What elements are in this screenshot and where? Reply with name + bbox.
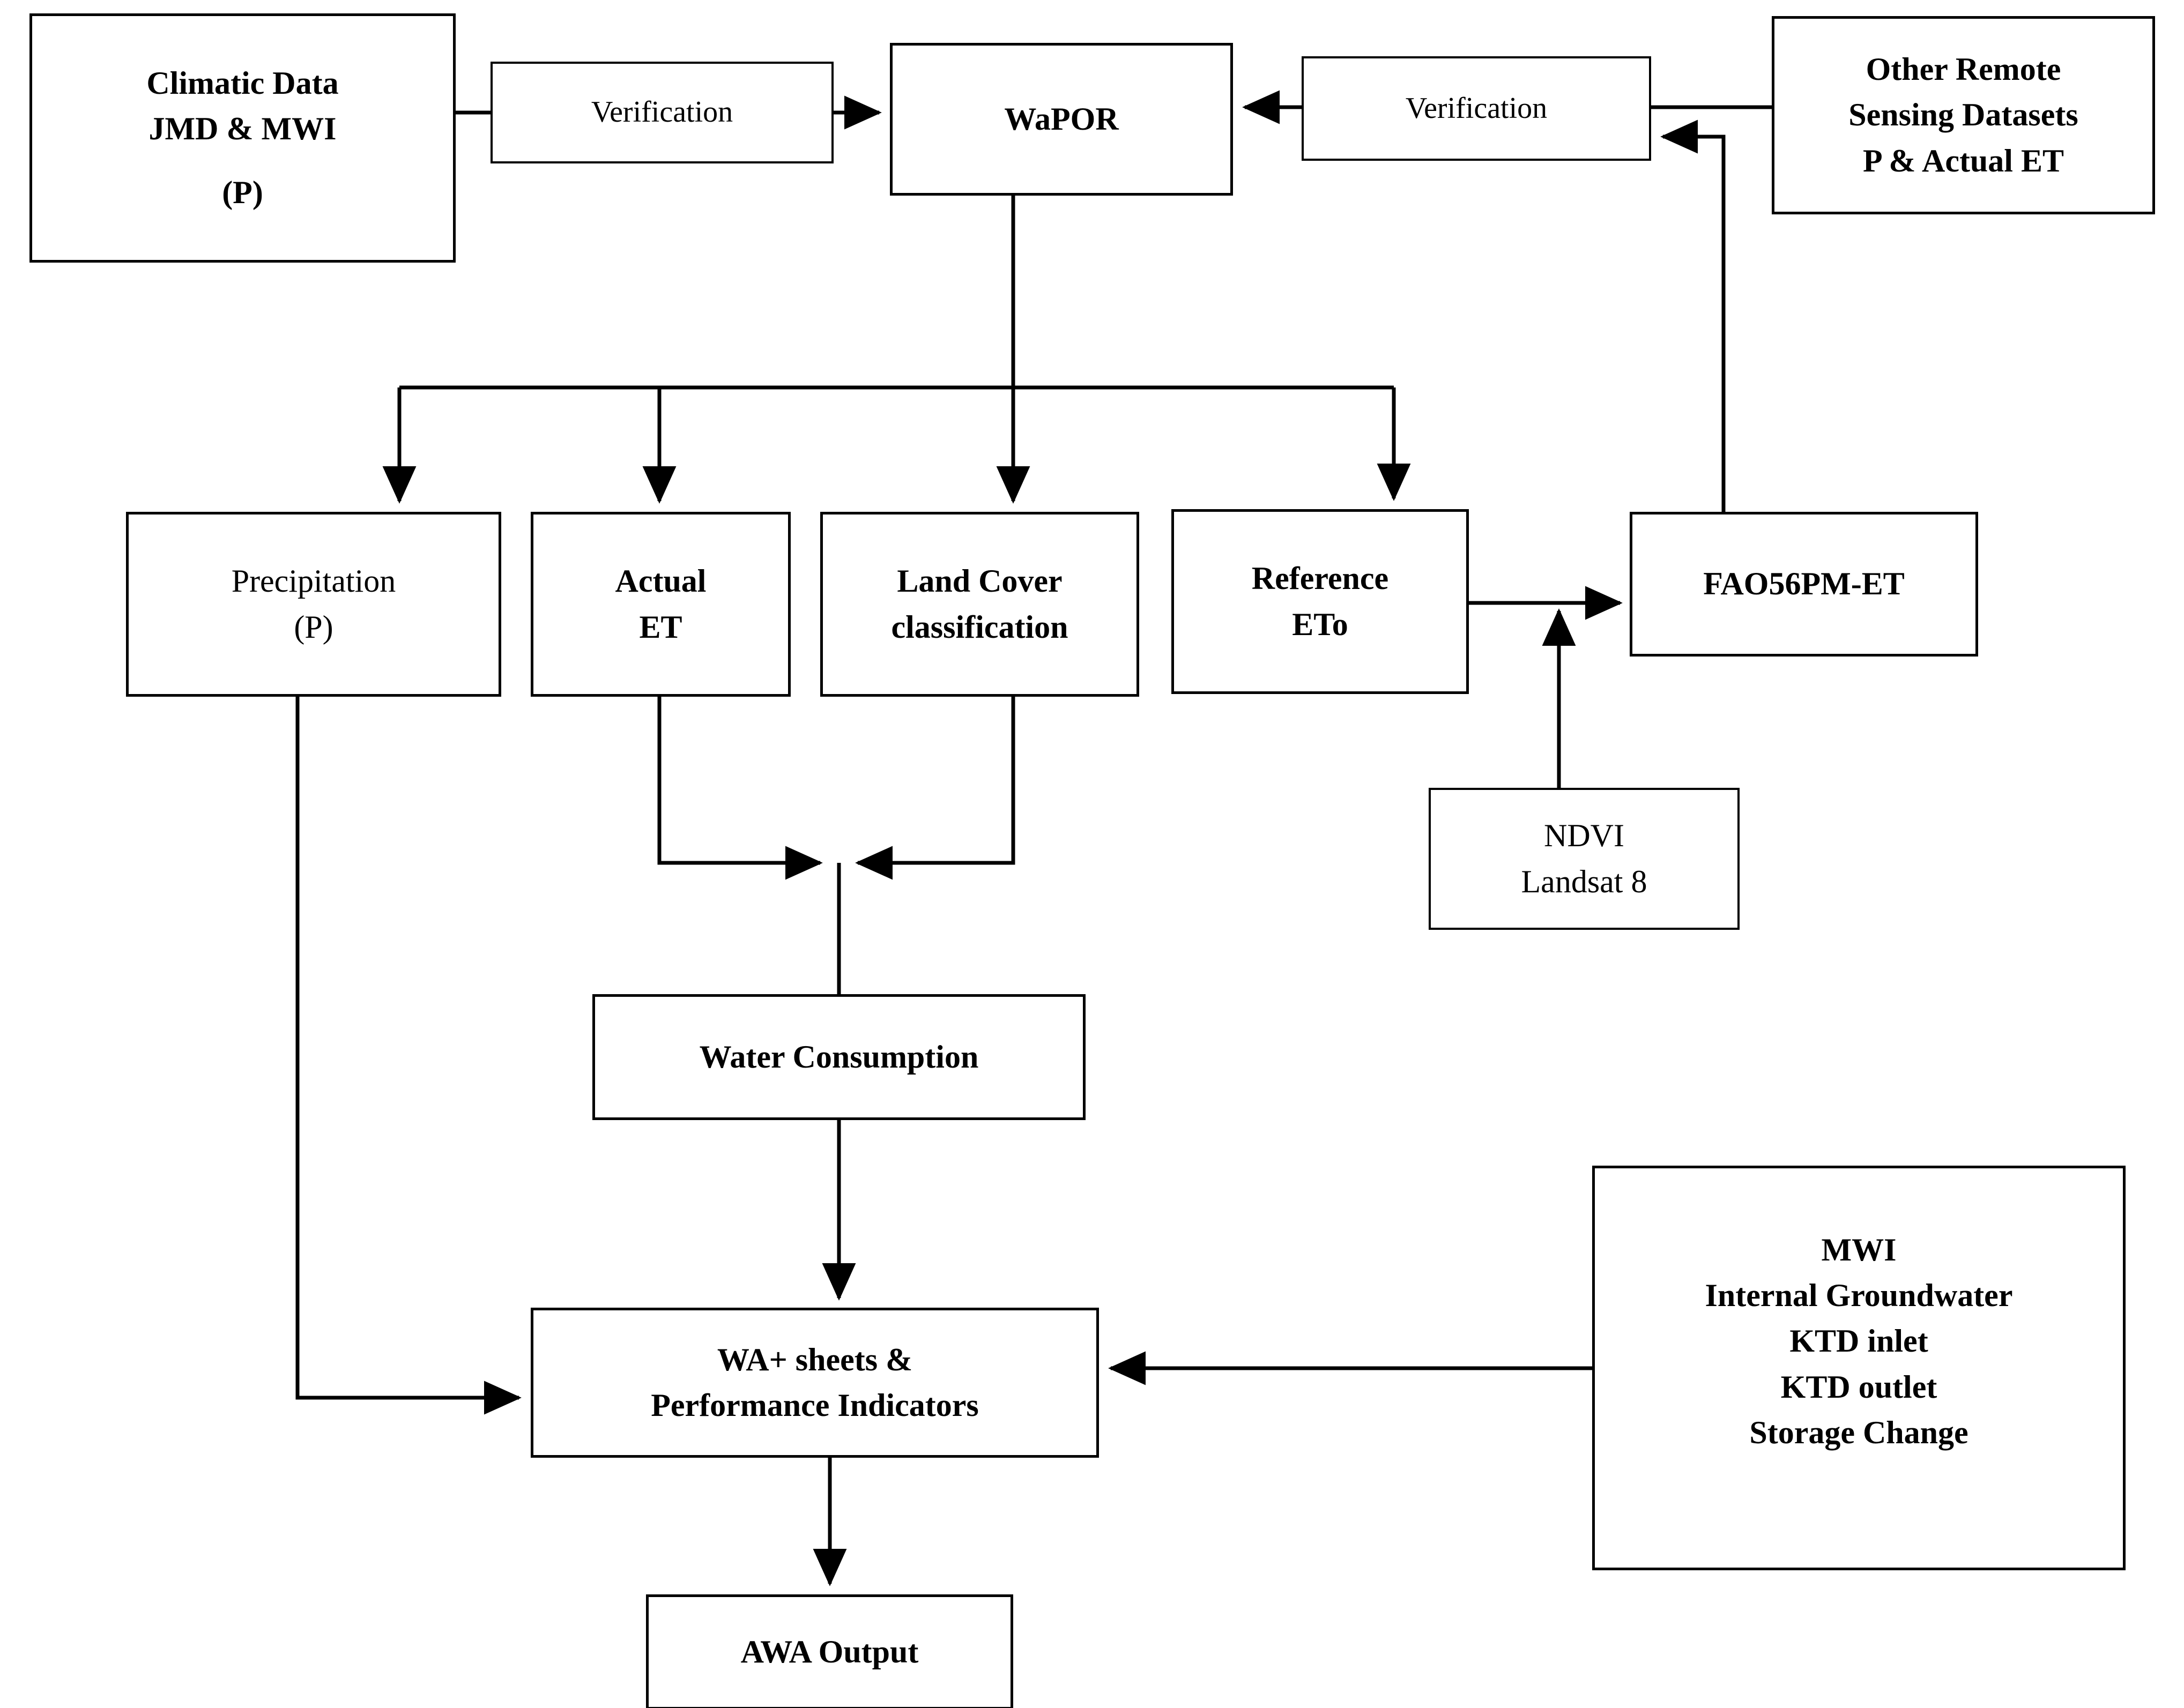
node-wapor[interactable]: WaPOR xyxy=(890,43,1233,196)
land-cover-line-1: Land Cover xyxy=(897,563,1063,599)
node-land-cover-classification[interactable]: Land Cover classification xyxy=(820,512,1139,697)
land-cover-line-2: classification xyxy=(891,609,1068,645)
mwi-line-2: Internal Groundwater xyxy=(1705,1278,2013,1314)
ndvi-line-1: NDVI xyxy=(1544,818,1624,854)
node-verification-left[interactable]: Verification xyxy=(491,62,834,163)
awa-output-label: AWA Output xyxy=(740,1634,919,1669)
node-precipitation[interactable]: Precipitation (P) xyxy=(126,512,501,697)
precipitation-line-2: (P) xyxy=(294,609,333,645)
water-consumption-label: Water Consumption xyxy=(699,1039,979,1075)
other-remote-sensing-line-3: P & Actual ET xyxy=(1862,143,2064,178)
verification-left-label: Verification xyxy=(591,95,733,129)
actual-et-line-2: ET xyxy=(639,609,682,645)
verification-right-label: Verification xyxy=(1405,91,1548,125)
mwi-line-4: KTD outlet xyxy=(1780,1369,1937,1405)
climatic-data-line-4: (P) xyxy=(222,174,263,210)
mwi-line-1: MWI xyxy=(1821,1232,1897,1267)
edge-precipitation-to-wa-plus xyxy=(295,697,522,1415)
node-mwi-inputs[interactable]: MWI Internal Groundwater KTD inlet KTD o… xyxy=(1592,1166,2126,1570)
wa-plus-line-1: WA+ sheets & xyxy=(717,1341,913,1377)
node-ndvi-landsat-8[interactable]: NDVI Landsat 8 xyxy=(1429,788,1740,930)
other-remote-sensing-line-1: Other Remote xyxy=(1866,51,2061,87)
fao56pm-et-label: FAO56PM-ET xyxy=(1703,566,1905,602)
node-water-consumption[interactable]: Water Consumption xyxy=(592,994,1086,1120)
actual-et-line-1: Actual xyxy=(615,563,707,599)
node-verification-right[interactable]: Verification xyxy=(1302,56,1651,161)
edge-fao56-to-verification xyxy=(1660,120,1726,512)
mwi-line-5: Storage Change xyxy=(1749,1414,1968,1450)
other-remote-sensing-line-2: Sensing Datasets xyxy=(1848,97,2078,133)
reference-eto-line-2: ETo xyxy=(1292,606,1348,642)
wapor-label: WaPOR xyxy=(1004,101,1119,137)
reference-eto-line-1: Reference xyxy=(1251,561,1389,596)
node-fao56pm-et[interactable]: FAO56PM-ET xyxy=(1630,512,1978,657)
node-climatic-data[interactable]: Climatic Data JMD & MWI (P) xyxy=(29,13,456,263)
node-reference-eto[interactable]: Reference ETo xyxy=(1171,509,1469,694)
wa-plus-line-2: Performance Indicators xyxy=(651,1388,979,1423)
edge-land-cover-to-merge xyxy=(855,697,1015,880)
ndvi-line-2: Landsat 8 xyxy=(1521,863,1647,899)
mwi-line-3: KTD inlet xyxy=(1789,1323,1928,1359)
precipitation-line-1: Precipitation xyxy=(231,563,396,599)
node-wa-plus-sheets[interactable]: WA+ sheets & Performance Indicators xyxy=(531,1308,1099,1458)
climatic-data-line-2: JMD & MWI xyxy=(148,111,337,147)
node-actual-et[interactable]: Actual ET xyxy=(531,512,791,697)
node-other-remote-sensing-datasets[interactable]: Other Remote Sensing Datasets P & Actual… xyxy=(1772,16,2155,214)
edge-actual-et-to-merge xyxy=(657,697,823,880)
climatic-data-line-1: Climatic Data xyxy=(146,65,339,101)
node-awa-output[interactable]: AWA Output xyxy=(646,1594,1013,1708)
